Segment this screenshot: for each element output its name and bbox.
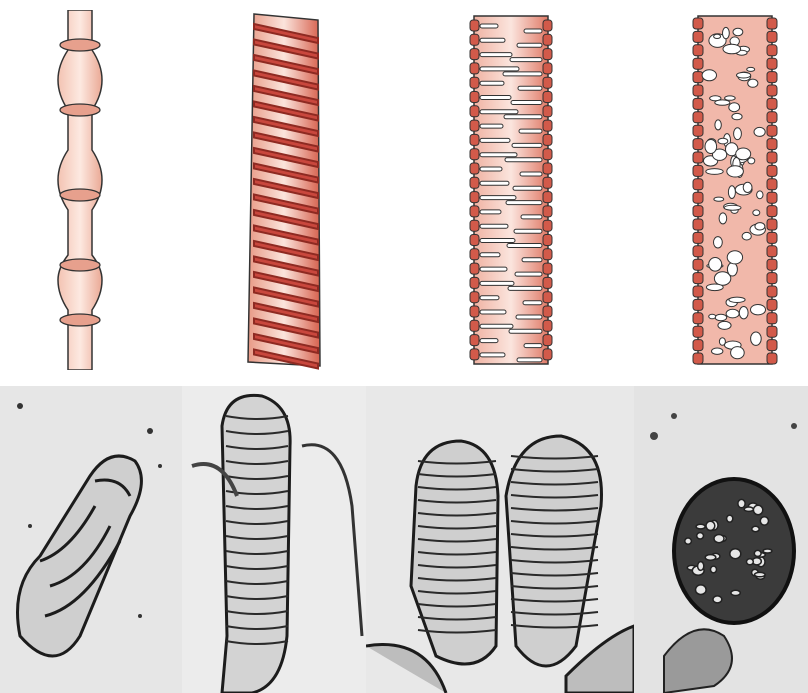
illustration-row [0, 0, 808, 380]
beaded-vessel-illustration [40, 10, 120, 370]
reticulate-vessel-illustration [466, 10, 556, 370]
segmented-cell-micrograph [0, 386, 182, 693]
spiral-thickened-vessel-illustration [240, 10, 330, 370]
paired-cells-micrograph [366, 386, 634, 693]
ringed-tube-micrograph [182, 386, 366, 693]
pitted-vessel-illustration [690, 10, 780, 370]
micrograph-row [0, 386, 808, 693]
pitted-cell-micrograph [634, 386, 808, 693]
